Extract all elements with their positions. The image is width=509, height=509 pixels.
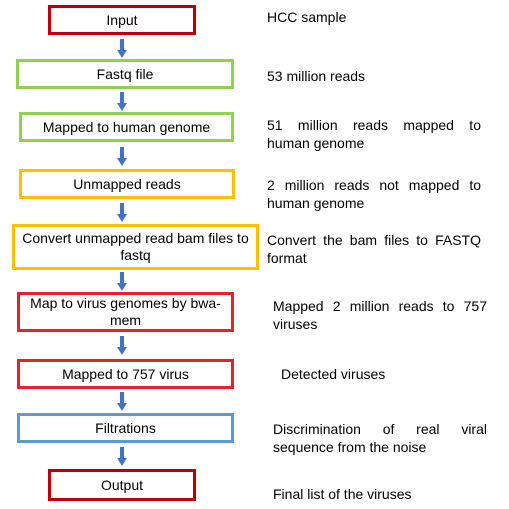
step-label: Output: [100, 476, 144, 493]
step-label: Fastq file: [96, 65, 154, 82]
step-box-input: Input: [48, 5, 196, 35]
step-description: HCC sample: [267, 9, 347, 25]
step-label: Convert unmapped read bam files to fastq: [22, 230, 249, 263]
step-description: 51 million reads mapped to human genome: [267, 117, 481, 151]
step-label: Input: [106, 11, 138, 28]
step-label: Mapped to 757 virus: [62, 365, 189, 382]
step-description: Discrimination of real viral sequence fr…: [273, 421, 487, 455]
arrow-down-icon: [117, 336, 127, 356]
step-box-filtrations: Filtrations: [17, 413, 234, 443]
step-box-map-virus: Map to virus genomes by bwa-mem: [17, 292, 234, 332]
arrow-down-icon: [117, 447, 127, 467]
step-description: Final list of the viruses: [273, 486, 412, 502]
step-box-unmapped-reads: Unmapped reads: [19, 169, 235, 199]
arrow-down-icon: [117, 147, 127, 167]
step-box-convert-bam: Convert unmapped read bam files to fastq: [12, 224, 259, 270]
step-description: 2 million reads not mapped to human geno…: [267, 177, 481, 211]
step-label: Unmapped reads: [73, 175, 181, 192]
step-box-fastq-file: Fastq file: [16, 59, 234, 89]
arrow-down-icon: [117, 272, 127, 292]
step-label: Mapped to human genome: [42, 118, 211, 135]
step-description: Mapped 2 million reads to 757 viruses: [273, 298, 487, 332]
arrow-down-icon: [117, 392, 127, 412]
step-box-mapped-virus: Mapped to 757 virus: [17, 359, 234, 389]
step-description: Detected viruses: [281, 366, 386, 382]
arrow-down-icon: [117, 92, 127, 112]
step-label: Filtrations: [95, 419, 156, 436]
step-box-mapped-human: Mapped to human genome: [19, 112, 234, 142]
step-box-output: Output: [48, 469, 196, 501]
arrow-down-icon: [117, 203, 127, 223]
step-description: Convert the bam files to FASTQ format: [267, 232, 481, 266]
step-label: Map to virus genomes by bwa-mem: [30, 295, 221, 328]
step-description: 53 million reads: [267, 68, 366, 84]
arrow-down-icon: [117, 39, 127, 59]
